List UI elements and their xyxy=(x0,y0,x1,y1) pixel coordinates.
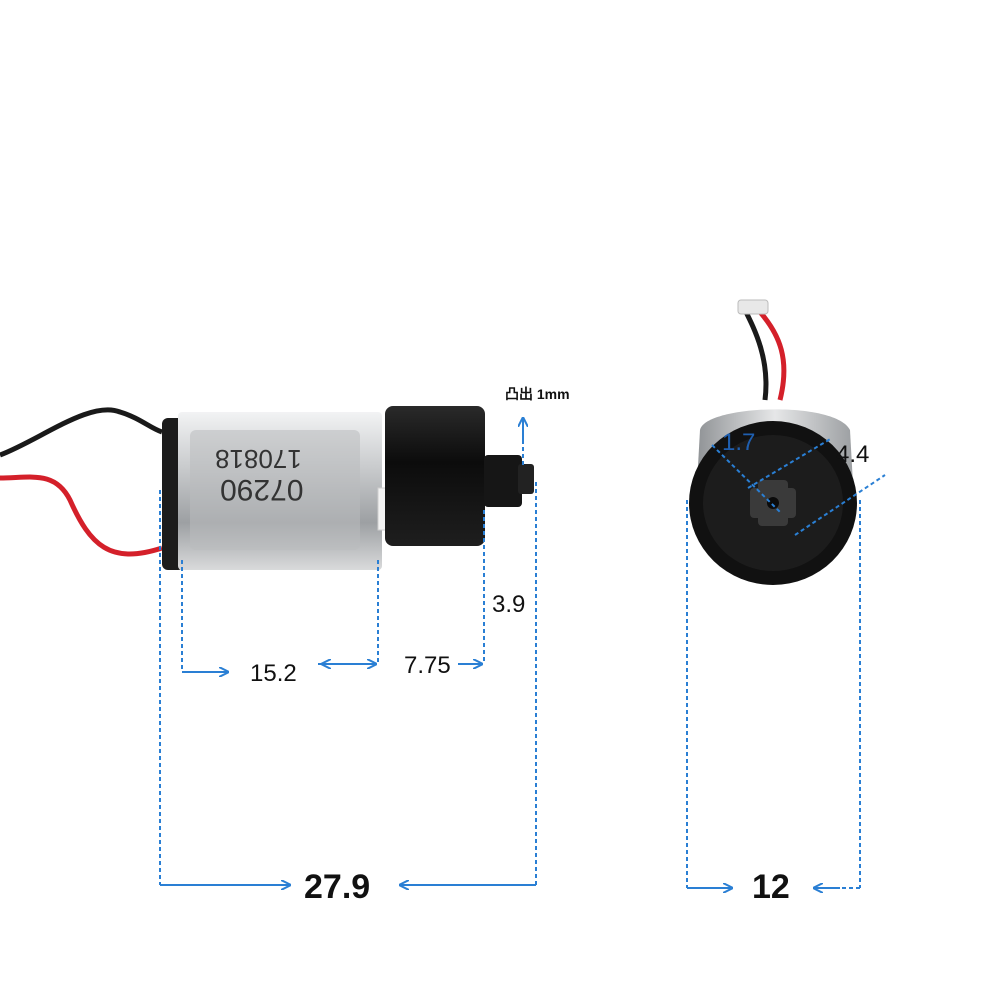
protrusion-label: 凸出 1mm xyxy=(505,386,570,402)
cross-shaft-icon xyxy=(750,480,796,526)
can-marking-2: 170818 xyxy=(215,444,302,474)
gearbox-body xyxy=(385,406,485,546)
black-wire xyxy=(0,407,163,458)
dim-outer-label: 4.4 xyxy=(836,441,869,468)
can-marking-1: 07290 xyxy=(220,473,303,506)
dimension-lines xyxy=(159,418,886,888)
dimension-labels: 凸出 1mm 3.9 15.2 7.75 27.9 1.7 4.4 12 xyxy=(250,386,869,906)
end-view-red-wire xyxy=(758,310,787,401)
red-wire xyxy=(0,474,163,557)
shaft-boss xyxy=(484,455,522,507)
dim-shaft-height-label: 3.9 xyxy=(492,591,525,618)
output-shaft xyxy=(518,464,534,494)
dim-gearbox-length-label: 7.75 xyxy=(404,652,451,679)
dim-can-length-label: 15.2 xyxy=(250,660,297,687)
end-view-black-wire xyxy=(742,308,769,401)
dim-inner-label: 1.7 xyxy=(722,429,755,456)
can-label-panel xyxy=(190,430,360,550)
end-view-motor xyxy=(689,299,857,585)
dim-total-length-label: 27.9 xyxy=(304,868,370,906)
dim-diameter-label: 12 xyxy=(752,868,790,906)
wire-connector xyxy=(737,299,769,315)
side-view-motor: 07290 170818 xyxy=(0,406,534,570)
